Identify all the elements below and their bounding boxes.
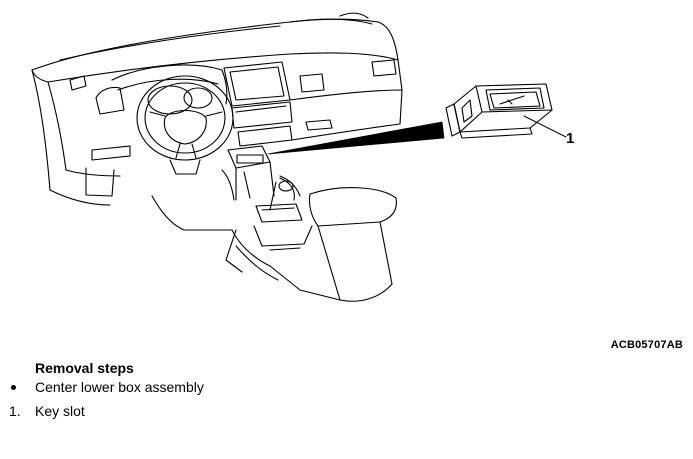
step-item: 1. Key slot	[0, 403, 400, 421]
dashboard-top	[31, 12, 403, 91]
step-text: Center lower box assembly	[35, 379, 204, 395]
dashboard-left	[31, 69, 131, 206]
step-number: 1.	[9, 403, 21, 419]
dashboard-illustration	[31, 12, 567, 302]
leader-wedge	[267, 121, 445, 155]
figure-code: ACB05707AB	[610, 339, 683, 351]
dashboard-right	[289, 59, 403, 141]
step-text: Key slot	[35, 403, 85, 419]
lower-console	[151, 195, 341, 301]
center-display	[223, 61, 293, 147]
armrest	[308, 187, 397, 302]
steering-wheel	[136, 75, 234, 175]
center-console	[221, 145, 301, 201]
bullet-icon	[11, 385, 16, 390]
callout-leader	[523, 115, 567, 138]
gear-shifter	[255, 177, 303, 223]
callout-number-1: 1	[566, 130, 575, 147]
key-slot-detail	[445, 83, 553, 139]
instrument-cluster	[111, 64, 228, 115]
step-item: Center lower box assembly	[0, 379, 400, 397]
removal-steps-heading: Removal steps	[35, 360, 134, 376]
